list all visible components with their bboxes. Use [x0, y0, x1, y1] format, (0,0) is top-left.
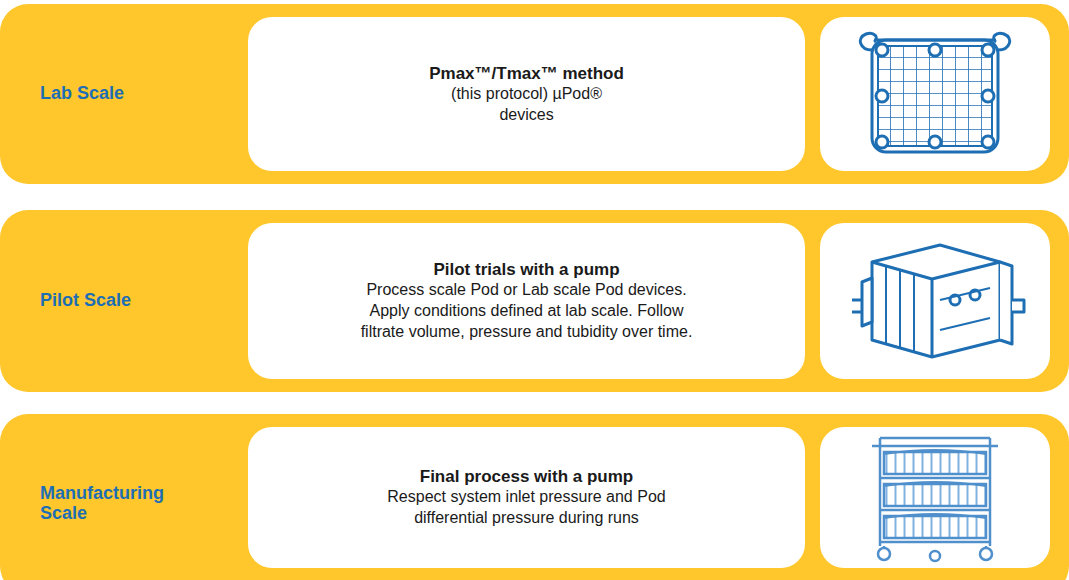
step-description: (this protocol) µPod® devices — [442, 84, 612, 126]
step-description: Respect system inlet pressure and Pod di… — [362, 487, 692, 529]
scale-band: Pilot Scale Pilot trials with a pumpProce… — [0, 210, 1069, 392]
scale-band: Lab Scale Pmax™/Tmax™ method(this protoco… — [0, 4, 1069, 184]
step-box: Pmax™/Tmax™ method(this protocol) µPod® … — [248, 17, 805, 171]
scale-label: Lab Scale — [40, 84, 200, 104]
step-description: Process scale Pod or Lab scale Pod devic… — [352, 280, 702, 342]
scale-label: Manufacturing Scale — [40, 484, 200, 524]
scale-band: Manufacturing Scale Final process with a … — [0, 414, 1069, 580]
step-box: Final process with a pumpRespect system … — [248, 427, 805, 568]
step-heading: Pilot trials with a pump — [433, 259, 619, 280]
step-box: Pilot trials with a pumpProcess scale Po… — [248, 223, 805, 379]
step-heading: Final process with a pump — [420, 466, 633, 487]
step-heading: Pmax™/Tmax™ method — [429, 63, 624, 84]
scale-label: Pilot Scale — [40, 291, 200, 311]
